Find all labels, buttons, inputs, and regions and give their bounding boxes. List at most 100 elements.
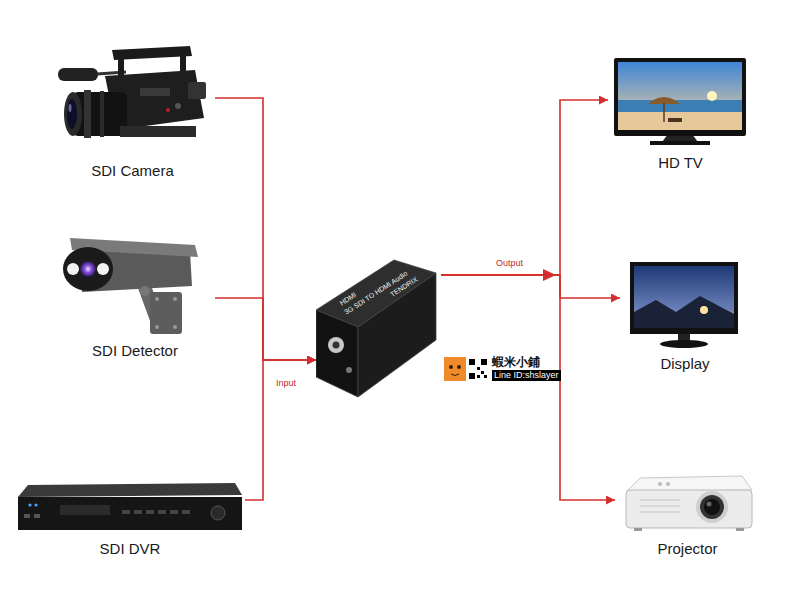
- sdi-camera-icon-part: [175, 103, 181, 109]
- converter-outline: [316, 245, 441, 405]
- watermark-text: 蝦米小鋪: [492, 355, 540, 369]
- label-holder: Input: [276, 378, 296, 389]
- sdi-camera-icon-part: [84, 90, 91, 138]
- sdi-detector-icon-part: [63, 247, 113, 291]
- projector-icon-part: [666, 482, 670, 486]
- sdi-detector-icon-part: [173, 297, 177, 301]
- bnc-port: [328, 337, 344, 353]
- sdi-detector-icon-part: [80, 261, 96, 277]
- output-device: Projector: [615, 475, 760, 563]
- projector-icon-part: [640, 506, 680, 507]
- hd-tv-icon-part: [663, 103, 665, 122]
- source-device: SDI Detector: [55, 232, 215, 365]
- sdi-camera-icon-part: [58, 68, 98, 81]
- projector-icon: [626, 476, 752, 531]
- sdi-dvr-icon-part: [182, 510, 190, 514]
- projector-icon-part: [704, 499, 720, 515]
- watermark-badge-part: [481, 359, 487, 365]
- watermark-badge-part: [444, 357, 466, 381]
- hd-tv-icon-part: [648, 97, 680, 104]
- projector-icon-part: [736, 528, 744, 531]
- source-device: SDI Camera: [50, 35, 215, 185]
- sdi-dvr-icon-part: [34, 514, 40, 518]
- sdi-detector-icon-part: [155, 325, 159, 329]
- sdi-camera-icon-part: [120, 126, 196, 137]
- output-device: HD TV: [608, 55, 753, 177]
- sdi-detector-icon-part: [67, 263, 79, 275]
- signal-label: Output: [496, 258, 523, 269]
- signal-connector: [245, 360, 316, 500]
- sdi-dvr-icon-part: [18, 483, 242, 497]
- sdi-dvr-icon-part: [18, 497, 242, 530]
- projector-icon-part: [696, 491, 728, 523]
- sdi-detector-icon-part: [155, 297, 159, 301]
- watermark-badge-part: [477, 375, 480, 378]
- watermark-badge-part: [451, 374, 459, 376]
- sdi-dvr-icon-part: [146, 510, 154, 514]
- device-label: Display: [660, 355, 709, 373]
- sdi-camera-icon-part: [118, 58, 124, 76]
- signal-label: Input: [276, 378, 296, 389]
- sdi-camera-icon-part: [100, 91, 104, 137]
- label-holder: Output: [496, 258, 523, 269]
- converter-side-face: [316, 310, 358, 397]
- sdi-dvr-icon-part: [134, 510, 142, 514]
- hd-tv-icon-part: [707, 91, 717, 101]
- hd-tv-icon-part: [668, 118, 682, 122]
- converter-box: HDMI3G SDI TO HDMI AudioTENDRIX: [316, 245, 441, 405]
- sdi-camera-icon-part: [140, 88, 170, 96]
- label-holder: Line ID:shslayer: [492, 370, 561, 381]
- sdi-detector-icon: [63, 238, 198, 334]
- projector-icon-part: [634, 528, 642, 531]
- sdi-camera-icon: [58, 46, 206, 138]
- display-icon-part: [634, 266, 734, 328]
- sdi-camera-icon-part: [166, 108, 170, 112]
- hd-tv-icon-part: [614, 58, 746, 136]
- sdi-dvr-icon-part: [211, 506, 225, 520]
- sdi-dvr-icon-part: [122, 510, 130, 514]
- sdi-dvr-icon-part: [170, 510, 178, 514]
- sdi-detector-icon-part: [173, 325, 177, 329]
- display-icon-part: [700, 306, 708, 314]
- signal-connector: [215, 98, 316, 360]
- watermark-badge-part: [468, 358, 488, 380]
- projector-icon-part: [700, 495, 724, 519]
- watermark-badge-part: [477, 367, 480, 370]
- projector-icon-part: [640, 500, 680, 501]
- sdi-detector-icon-part: [97, 263, 109, 275]
- hd-tv-icon: [614, 58, 746, 145]
- output-device: Display: [620, 258, 750, 378]
- projector-icon-part: [640, 512, 680, 513]
- hd-tv-icon-part: [618, 100, 742, 112]
- device-label: Projector: [657, 540, 717, 558]
- device-label: SDI Detector: [92, 342, 178, 360]
- hd-tv-icon-part: [618, 62, 742, 130]
- projector-icon-part: [626, 490, 752, 528]
- sdi-dvr-icon-part: [34, 503, 37, 506]
- watermark-text: Line ID:shslayer: [492, 370, 561, 381]
- display-icon: [630, 262, 738, 348]
- device-label: SDI Camera: [91, 162, 174, 180]
- signal-connector: [441, 275, 615, 500]
- sdi-dvr-icon-part: [28, 503, 31, 506]
- sdi-dvr-icon-part: [158, 510, 166, 514]
- sdi-camera-icon-part: [180, 54, 186, 72]
- projector-icon-part: [658, 482, 662, 486]
- signal-connector: [441, 275, 620, 298]
- projector-icon-part: [707, 502, 712, 507]
- display-icon-part: [660, 340, 708, 348]
- watermark-badge-part: [469, 359, 475, 365]
- device-label: SDI DVR: [100, 540, 161, 558]
- watermark-badge-part: [457, 365, 461, 369]
- display-icon-part: [630, 262, 738, 334]
- sdi-camera-icon-part: [67, 99, 77, 129]
- sdi-camera-icon-part: [188, 82, 206, 99]
- watermark-badge-part: [481, 371, 484, 374]
- sdi-camera-icon-part: [64, 92, 82, 136]
- power-jack: [346, 367, 352, 373]
- hd-tv-icon-part: [650, 141, 710, 145]
- sdi-detector-icon-part: [140, 286, 150, 296]
- watermark-badge-part: [449, 365, 453, 369]
- source-device: SDI DVR: [15, 478, 245, 563]
